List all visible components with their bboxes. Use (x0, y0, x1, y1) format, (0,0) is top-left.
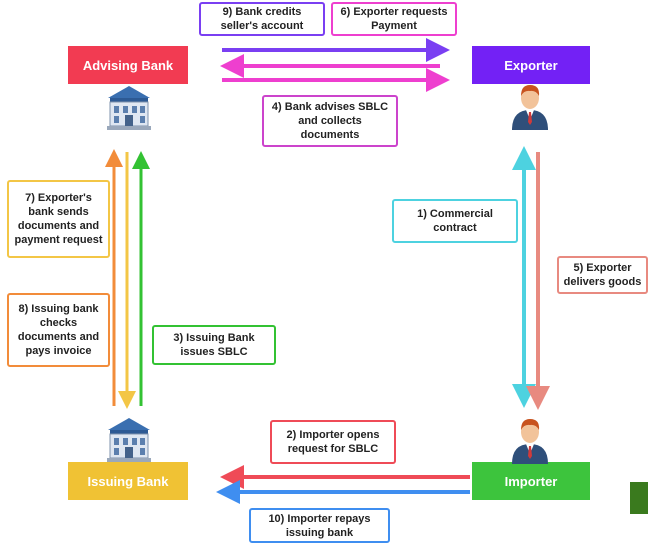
bank-building-icon (107, 418, 151, 462)
step-8-label: 8) Issuing bank checks documents and pay… (7, 293, 110, 367)
step-7-label: 7) Exporter's bank sends documents and p… (7, 180, 110, 258)
person-icon (512, 85, 548, 130)
step-2-label: 2) Importer opens request for SBLC (270, 420, 396, 464)
cropped-decoration (630, 482, 648, 514)
bank-building-icon (107, 86, 151, 130)
step-9-label: 9) Bank credits seller's account (199, 2, 325, 36)
importer-label: Importer (472, 462, 590, 500)
step-5-label: 5) Exporter delivers goods (557, 256, 648, 294)
exporter-label: Exporter (472, 46, 590, 84)
person-icon (512, 419, 548, 464)
advising-bank-label: Advising Bank (68, 46, 188, 84)
issuing-bank-label: Issuing Bank (68, 462, 188, 500)
step-10-label: 10) Importer repays issuing bank (249, 508, 390, 543)
step-6-label: 6) Exporter requests Payment (331, 2, 457, 36)
step-1-label: 1) Commercial contract (392, 199, 518, 243)
step-4-label: 4) Bank advises SBLC and collects docume… (262, 95, 398, 147)
step-3-label: 3) Issuing Bank issues SBLC (152, 325, 276, 365)
